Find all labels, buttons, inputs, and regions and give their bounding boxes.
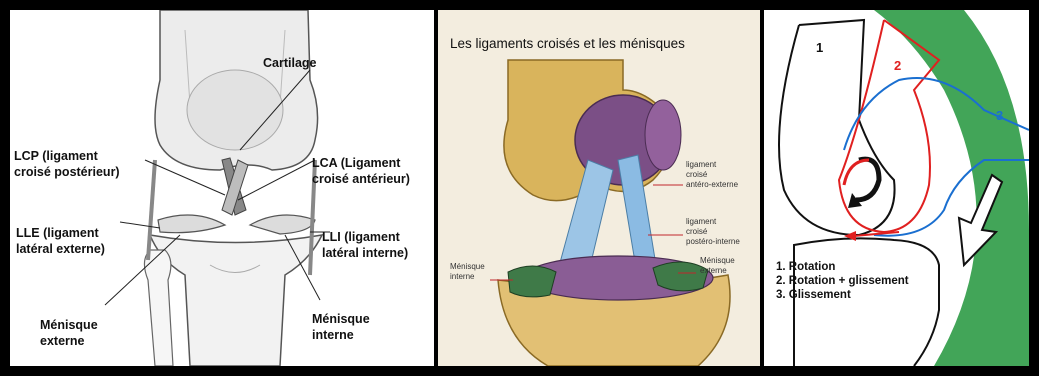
label-lca-line2: croisé antérieur) bbox=[312, 172, 410, 187]
label-menisque-interne-line1: Ménisque bbox=[450, 262, 485, 271]
label-lli-line2: latéral interne) bbox=[322, 246, 408, 261]
legend-item-rotation-glissement: 2. Rotation + glissement bbox=[776, 274, 909, 288]
label-menisque-interne-line2: interne bbox=[450, 272, 474, 281]
label-lca-line1: LCA (Ligament bbox=[312, 156, 400, 171]
label-ligament-antero-externe-line3: antéro-externe bbox=[686, 180, 738, 189]
knee-motion-diagram-panel: 1 2 3 1. Rotation 2. Rotation + glisseme… bbox=[764, 10, 1029, 366]
legend-item-rotation: 1. Rotation bbox=[776, 260, 909, 274]
curve-number-3: 3 bbox=[996, 108, 1003, 123]
curve-number-2: 2 bbox=[894, 58, 901, 73]
label-ligament-antero-externe-line2: croisé bbox=[686, 170, 707, 179]
label-ligament-postero-interne-line2: croisé bbox=[686, 227, 707, 236]
label-lcp-line2: croisé postérieur) bbox=[14, 165, 120, 180]
label-menisque-externe-line2: externe bbox=[700, 266, 727, 275]
label-lli-line1: LLI (ligament bbox=[322, 230, 400, 245]
knee-anatomy-panel: Cartilage LCP (ligament croisé postérieu… bbox=[10, 10, 434, 366]
label-lle-line2: latéral externe) bbox=[16, 242, 105, 257]
ligaments-illustration-panel: Les ligaments croisés et les ménisques l… bbox=[438, 10, 760, 366]
label-ligament-postero-interne-line1: ligament bbox=[686, 217, 716, 226]
label-lle-line1: LLE (ligament bbox=[16, 226, 99, 241]
motion-legend: 1. Rotation 2. Rotation + glissement 3. … bbox=[776, 260, 909, 302]
label-menisque-externe-line1: Ménisque bbox=[700, 256, 735, 265]
label-menisque-interne-line1: Ménisque bbox=[312, 312, 370, 327]
label-cartilage: Cartilage bbox=[263, 56, 317, 71]
curve-number-1: 1 bbox=[816, 40, 823, 55]
label-menisque-externe-line2: externe bbox=[40, 334, 84, 349]
knee-anatomy-drawing bbox=[10, 10, 434, 366]
label-menisque-externe-line1: Ménisque bbox=[40, 318, 98, 333]
legend-item-glissement: 3. Glissement bbox=[776, 288, 909, 302]
label-menisque-interne-line2: interne bbox=[312, 328, 354, 343]
label-ligament-antero-externe-line1: ligament bbox=[686, 160, 716, 169]
label-ligament-postero-interne-line3: postéro-interne bbox=[686, 237, 740, 246]
label-lcp-line1: LCP (ligament bbox=[14, 149, 98, 164]
